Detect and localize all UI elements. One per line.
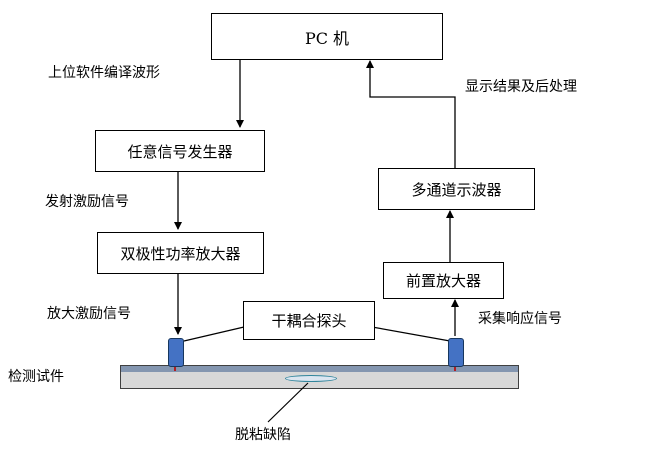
callout-probe-left	[183, 326, 245, 342]
pc-box: PC 机	[211, 13, 443, 60]
label-defect: 脱粘缺陷	[235, 427, 291, 443]
oscilloscope-box: 多通道示波器	[378, 168, 535, 210]
label-amplified-signal: 放大激励信号	[47, 306, 131, 322]
signal-generator-label: 任意信号发生器	[127, 142, 233, 161]
debond-defect-shape	[285, 375, 337, 382]
preamplifier-label: 前置放大器	[405, 272, 481, 290]
arrow-oscilloscope-to-pc	[366, 60, 456, 168]
probe-callout-box: 干耦合探头	[243, 301, 375, 340]
label-compile-waveform: 上位软件编译波形	[48, 65, 160, 81]
label-transmit-signal: 发射激励信号	[45, 194, 129, 210]
label-display-results: 显示结果及后处理	[465, 79, 577, 95]
probe-right	[448, 338, 464, 367]
probe-left	[168, 338, 184, 367]
preamplifier-box: 前置放大器	[383, 262, 504, 299]
power-amplifier-label: 双极性功率放大器	[120, 244, 241, 263]
specimen-top-band	[121, 366, 518, 372]
callout-probe-right	[371, 326, 451, 342]
label-specimen: 检测试件	[8, 369, 64, 385]
signal-generator-box: 任意信号发生器	[95, 130, 265, 172]
pc-box-label: PC 机	[304, 28, 350, 48]
label-acquire-signal: 采集响应信号	[478, 311, 562, 327]
oscilloscope-label: 多通道示波器	[411, 180, 502, 199]
probe-callout-label: 干耦合探头	[271, 312, 347, 330]
power-amplifier-box: 双极性功率放大器	[97, 232, 264, 274]
